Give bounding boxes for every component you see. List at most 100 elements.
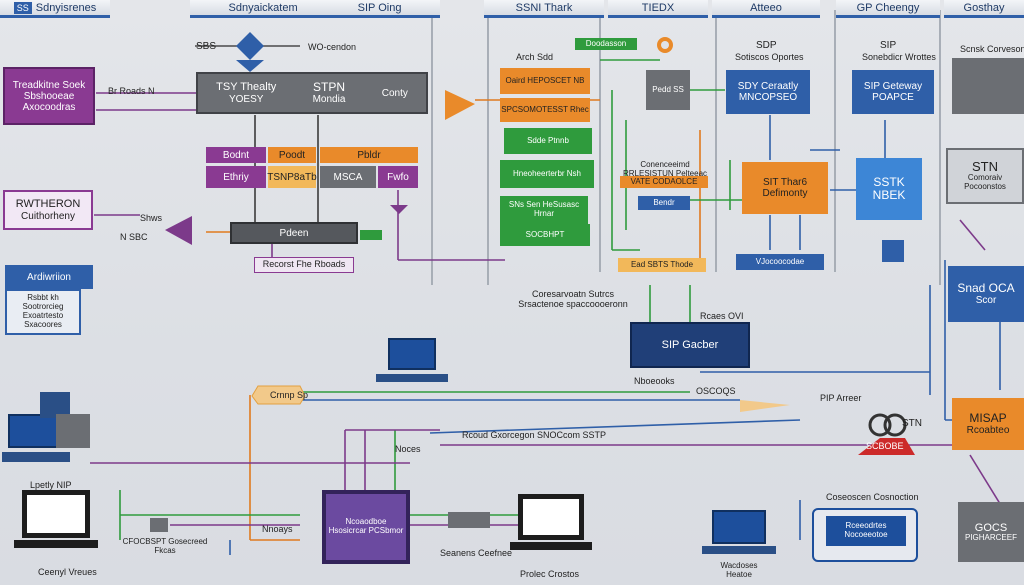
rack-caption: Seanens Ceefnee [440,548,513,558]
header-label: Sdnyisrenes [35,1,97,14]
transfer-box: Treadkitne Soek Sbshooeae Axocoodras [3,67,95,125]
bendr-tag: Bendr [638,196,690,210]
header-label: Sdnyaickatem [228,1,298,14]
pbx-cell: TSNP8aTb [267,166,317,188]
header-tab: TIEDX [608,0,708,18]
doodason-tag: Doodasson [575,38,637,50]
nsbc-label: N SBC [120,232,148,242]
snad-sub: Scor [975,295,997,307]
pbx-cell: Pbldr [320,147,418,163]
stk-box: SSTK NBEK [856,158,922,220]
stpn: STPN [312,79,345,94]
right-pc-label: Wacdoses Heatoe [720,561,758,579]
rack-server [952,58,1024,114]
scbob-label: SCBOBE [866,441,904,451]
header-label: Gosthay [963,1,1005,14]
header-label: SSNI Thark [515,1,573,14]
wtheron-title: RWTHERON [15,198,81,211]
switch-icon [882,240,904,262]
nnoays-label: Nnoays [262,524,293,534]
mondia: Mondia [312,94,346,106]
pbx-cell: Ethriy [206,166,266,188]
vjeccco-tag: VJocoocodae [736,254,824,270]
sdp-box: SDY Ceraatly MNCOPSEO [726,70,810,114]
nodes-label: Noces [395,444,421,454]
laptop-caption: Lpetly NIP [30,480,72,490]
snad-title: Snad OCA [957,280,1015,295]
wo-cendon-label: WO-cendon [308,42,357,52]
center-pc-label: Prolec Crostos [520,569,580,579]
arbitration-header: Ardiwriion [5,265,93,289]
sitr-box: SIT Thar6 Defimonty [742,162,828,214]
laptop-icon [14,490,98,560]
sip-gw-sub: Sonebdicr Wrottes [862,52,936,62]
switch-rack-icon [448,512,490,528]
nbenooks-label: Nboeooks [634,376,675,386]
header-label: Atteeo [750,1,782,14]
monitor-r-screen: Rceeodrtes Nocoeeotoe [826,516,906,546]
stn-sub: Comoraiv Pocoonstos [964,173,1006,192]
sip-cache-server: SIP Gacber [630,322,750,368]
arch-label: Arch Sdd [516,52,554,62]
oscos-label: OSCOQS [696,386,736,396]
arbitration-body: Rsbbt kh Sootrorcieg Exoatrtesto Sxacoor… [5,289,81,335]
recorst-label: Recorst Fhe Rboads [254,257,354,273]
desktop-icon [2,414,70,464]
pbx-cell: Bodnt [206,147,266,163]
pbx-cell: MSCA [320,166,376,188]
mid-left-label: CFOCBSPT Gosecreed Fkcas [122,537,208,555]
tsv-sub: YOESY [228,93,264,105]
sbs-label: SBS [196,41,217,52]
shws-label: Shws [140,213,163,223]
port-icon [360,230,382,240]
stn-small-label: STN [902,418,922,429]
gocs-sub: PIGHARCEEF [964,532,1017,542]
pip-area-label: PIP Arreer [820,393,862,403]
logo-badge: SS [13,1,32,14]
stn-title: STN [972,159,998,175]
pdeen-box: Pdeen [230,222,358,244]
pbx-cell: Fwfo [378,166,418,188]
header-tab: GP Cheengy [836,0,940,18]
header-tab: SSNI Thark [484,0,604,18]
purple-server-box: Ncoaodboe Hsosicrcar PCSbmor [322,490,410,564]
conanc-label: Conenceeimd RRLESISTUN Pelteeac [622,160,708,178]
right-monitor-icon [702,510,776,558]
green-box: Sdde Ptnnb [504,128,592,154]
header-tab: Atteeo [712,0,820,18]
green-box: Hneoheerterbr Nsh [500,160,594,188]
trunk-line-label: Rcoud Gxorcegon SNOCcom SSTP [462,430,607,440]
header-label: TIEDX [641,1,675,14]
sdp-label: SDP [756,40,777,51]
wtheron-sub: Cuithorheny [21,210,75,222]
sdp-sub: Sotiscos Oportes [735,52,804,62]
orange-box: SPCSOMOTESST Rhec [500,98,590,122]
rcees-label: Rcaes OVI [700,311,744,321]
tsv-theray: TSY Thealty [216,81,277,94]
orange-box: Oaird HEPOSCET NB [500,68,590,94]
misap-sub: Rcoabteo [966,425,1010,437]
center-laptop-icon [510,494,592,554]
pbx-cell: Poodt [268,147,316,163]
server-box: Pedd SS [646,70,690,110]
tower-icon [56,414,90,448]
green-box: SNs Sen HeSusasc Hrnar [500,196,588,224]
green-box: SOCBHPT [500,224,590,246]
header-label: GP Cheengy [856,1,920,14]
tower-icon [40,392,70,418]
scnsk-label: Scnsk Corvesones [960,44,1024,54]
ead-tag: Ead SBTS Thode [618,258,706,272]
comm-label: Coresarvoatn Sutrcs Srsactenoe spaccoooe… [518,289,628,309]
crnp-label: Crnnp Sp [270,390,309,400]
monitor-icon [376,338,448,382]
conty: Conty [381,87,408,99]
